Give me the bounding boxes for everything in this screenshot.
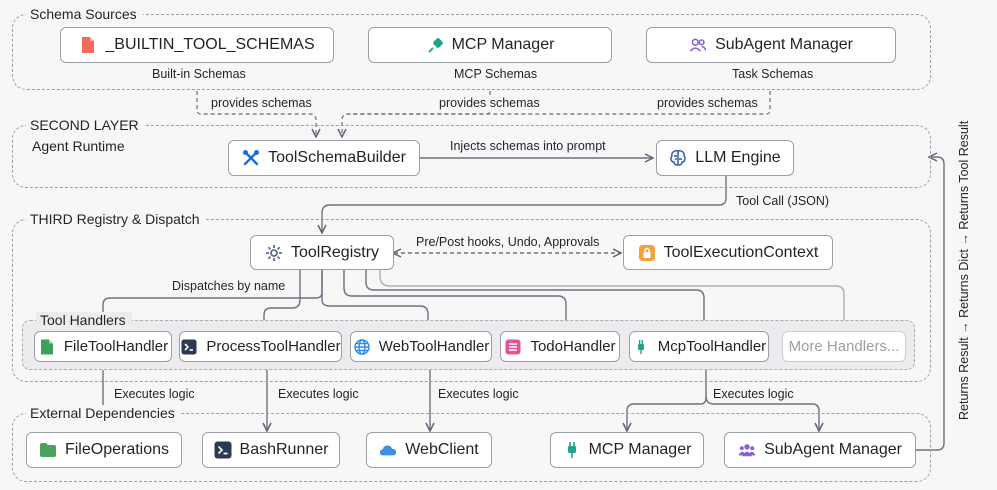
task-schemas-caption: Task Schemas <box>732 67 814 81</box>
mcp-tool-handler-node[interactable]: McpToolHandler <box>629 331 769 362</box>
tool-execution-context-label: ToolExecutionContext <box>663 243 819 261</box>
tool-schema-builder-node[interactable]: ToolSchemaBuilder <box>228 140 420 176</box>
second-layer-title: SECOND LAYER <box>26 117 145 133</box>
schema-sources-title: Schema Sources <box>26 6 143 22</box>
llm-engine-label: LLM Engine <box>695 149 781 166</box>
hooks-label: Pre/Post hooks, Undo, Approvals <box>416 235 600 249</box>
web-tool-handler-node[interactable]: WebToolHandler <box>350 331 492 362</box>
bash-runner-node[interactable]: BashRunner <box>202 432 340 468</box>
provides-schemas-label-2: provides schemas <box>437 96 542 110</box>
builtin-schemas-label: _BUILTIN_TOOL_SCHEMAS <box>105 36 315 53</box>
terminal-icon <box>180 338 198 356</box>
tool-registry-node[interactable]: ToolRegistry <box>250 235 394 270</box>
subagent-manager-dependency-node[interactable]: SubAgent Manager <box>724 432 916 468</box>
mcp-tool-handler-label: McpToolHandler <box>657 338 767 355</box>
plug-icon <box>426 36 444 54</box>
tool-registry-label: ToolRegistry <box>290 243 380 261</box>
subagent-manager-source-node[interactable]: SubAgent Manager <box>646 27 896 63</box>
mcp-manager-source-node[interactable]: MCP Manager <box>368 27 612 63</box>
mcp-schemas-caption: MCP Schemas <box>454 67 538 81</box>
web-client-node[interactable]: WebClient <box>366 432 492 468</box>
mcp-manager-source-label: MCP Manager <box>451 36 555 53</box>
builtin-schemas-caption: Built-in Schemas <box>152 67 246 81</box>
tool-handlers-title: Tool Handlers <box>36 312 132 328</box>
executes-logic-label-2: Executes logic <box>276 387 361 401</box>
file-icon <box>38 338 56 356</box>
cloud-icon <box>379 441 397 459</box>
more-handlers-label: More Handlers... <box>788 338 900 355</box>
subagent-manager-dependency-label: SubAgent Manager <box>764 441 902 458</box>
return-path-label: Returns Result → Returns Dict → Returns … <box>957 120 971 420</box>
brain-icon <box>669 149 687 167</box>
tool-call-label: Tool Call (JSON) <box>734 194 832 208</box>
dispatch-label: Dispatches by name <box>170 279 288 293</box>
list-icon <box>504 338 522 356</box>
globe-icon <box>353 338 371 356</box>
gear-icon <box>265 244 283 262</box>
todo-handler-node[interactable]: TodoHandler <box>500 331 620 362</box>
lock-icon <box>638 244 656 262</box>
plug-icon <box>632 338 650 356</box>
plug-icon <box>563 441 581 459</box>
file-tool-handler-node[interactable]: FileToolHandler <box>34 331 172 362</box>
subagent-manager-source-label: SubAgent Manager <box>715 36 853 53</box>
process-tool-handler-label: ProcessToolHandler <box>206 338 341 355</box>
third-layer-title: THIRD Registry & Dispatch <box>26 211 206 227</box>
builtin-schemas-node[interactable]: _BUILTIN_TOOL_SCHEMAS <box>60 27 334 63</box>
llm-engine-node[interactable]: LLM Engine <box>656 140 794 176</box>
mcp-manager-dependency-node[interactable]: MCP Manager <box>550 432 704 468</box>
external-deps-group <box>12 413 931 482</box>
file-icon <box>79 36 97 54</box>
inject-schemas-label: Injects schemas into prompt <box>448 139 608 153</box>
executes-logic-label-3: Executes logic <box>436 387 521 401</box>
terminal-icon <box>214 441 232 459</box>
executes-logic-label-1: Executes logic <box>112 387 197 401</box>
executes-logic-label-4: Executes logic <box>711 387 796 401</box>
second-layer-group <box>12 125 931 188</box>
wrench-icon <box>242 149 260 167</box>
web-client-label: WebClient <box>405 441 479 458</box>
tool-execution-context-node[interactable]: ToolExecutionContext <box>623 235 833 270</box>
todo-handler-label: TodoHandler <box>530 338 616 355</box>
file-operations-node[interactable]: FileOperations <box>26 432 182 468</box>
third-layer-group <box>12 219 931 382</box>
file-operations-label: FileOperations <box>64 441 170 458</box>
bash-runner-label: BashRunner <box>239 441 329 458</box>
external-deps-title: External Dependencies <box>26 405 181 421</box>
users-icon <box>738 441 756 459</box>
provides-schemas-label-3: provides schemas <box>655 96 760 110</box>
mcp-manager-dependency-label: MCP Manager <box>588 441 692 458</box>
web-tool-handler-label: WebToolHandler <box>378 338 490 355</box>
schema-sources-group <box>12 14 931 90</box>
process-tool-handler-node[interactable]: ProcessToolHandler <box>179 331 342 362</box>
file-tool-handler-label: FileToolHandler <box>63 338 169 355</box>
users-icon <box>689 36 707 54</box>
more-handlers-node[interactable]: More Handlers... <box>782 331 906 362</box>
agent-runtime-label: Agent Runtime <box>32 138 125 154</box>
folder-icon <box>39 441 57 459</box>
tool-schema-builder-label: ToolSchemaBuilder <box>268 149 406 166</box>
provides-schemas-label-1: provides schemas <box>209 96 314 110</box>
